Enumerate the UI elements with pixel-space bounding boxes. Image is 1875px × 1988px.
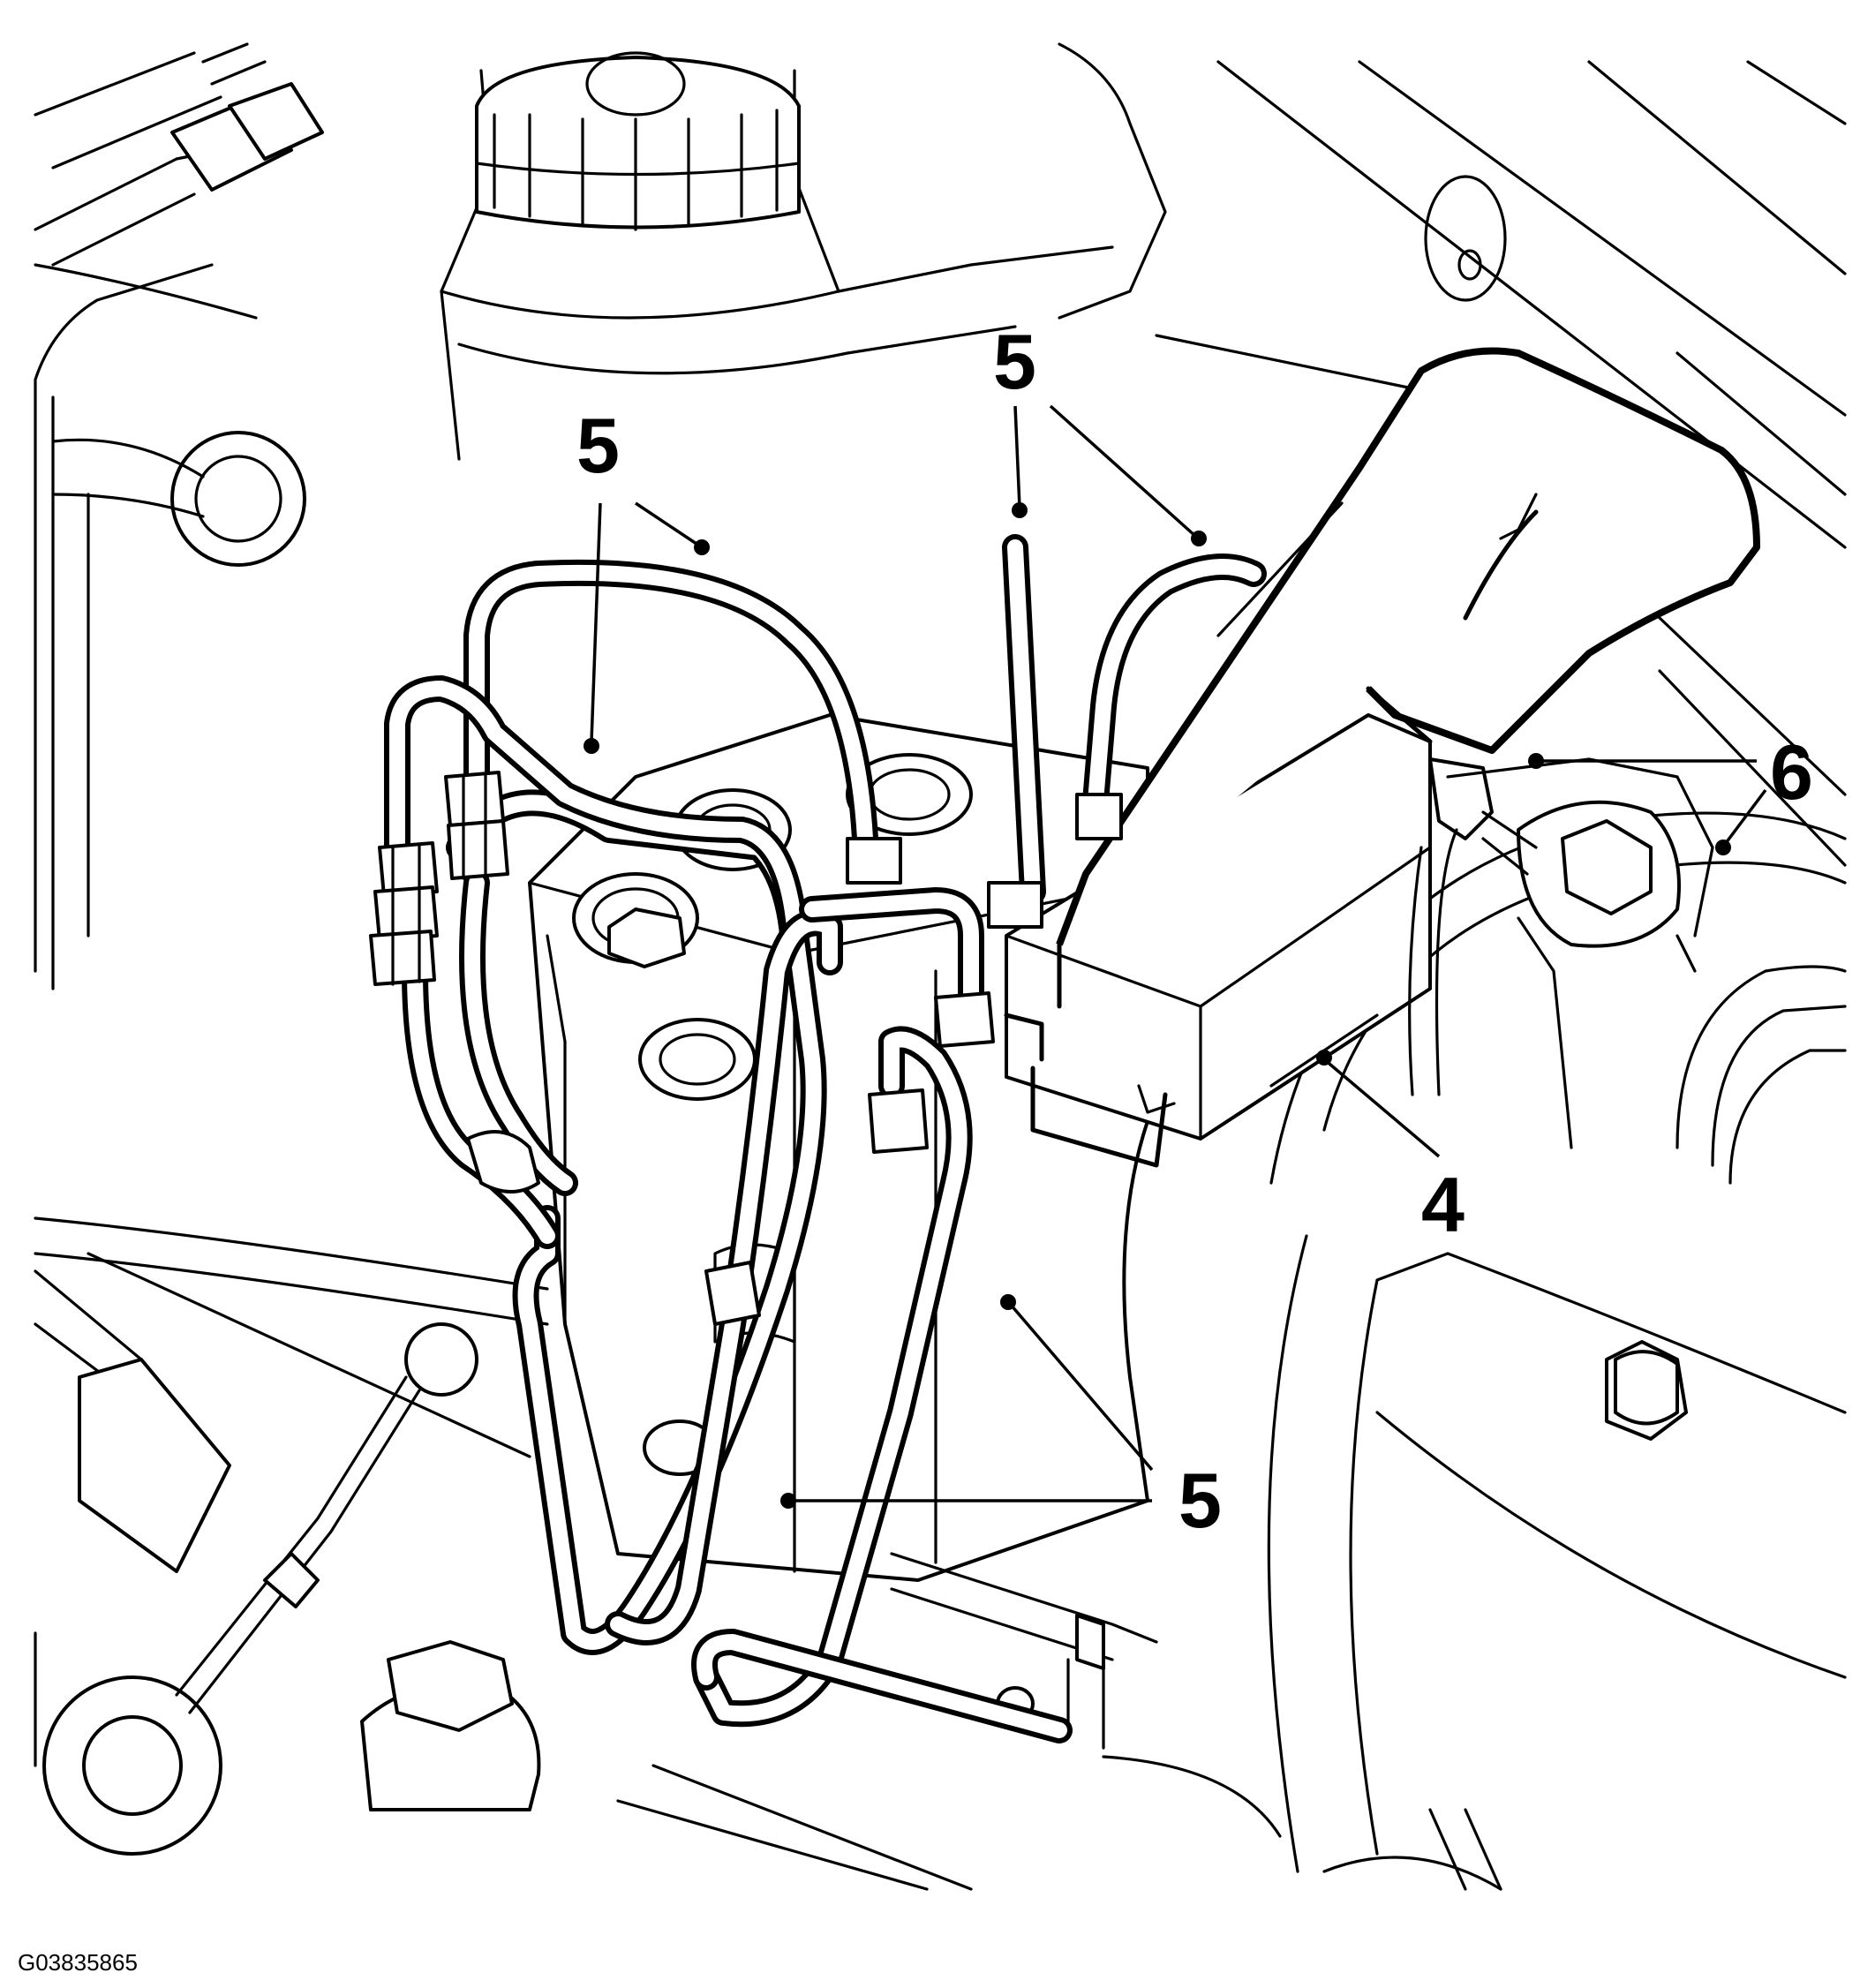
harness-connector — [1056, 347, 1760, 1009]
control-module — [1004, 713, 1432, 1168]
callout-leaders — [584, 404, 1767, 1509]
figure-reference-code: G03835865 — [18, 1949, 138, 1976]
brake-pipes — [384, 534, 1267, 1743]
mounting-bolts — [1408, 757, 1714, 1149]
tube-nut-fittings — [369, 771, 1123, 1326]
callout-5-top-left: 5 — [576, 402, 620, 489]
callout-5-bottom: 5 — [1178, 1457, 1222, 1544]
callout-4: 4 — [1421, 1161, 1465, 1248]
callout-6: 6 — [1770, 728, 1813, 816]
callout-labels: 5 5 6 4 5 — [576, 318, 1813, 1544]
engine-bay-background — [34, 42, 1847, 1891]
callout-5-top-right: 5 — [993, 318, 1036, 405]
